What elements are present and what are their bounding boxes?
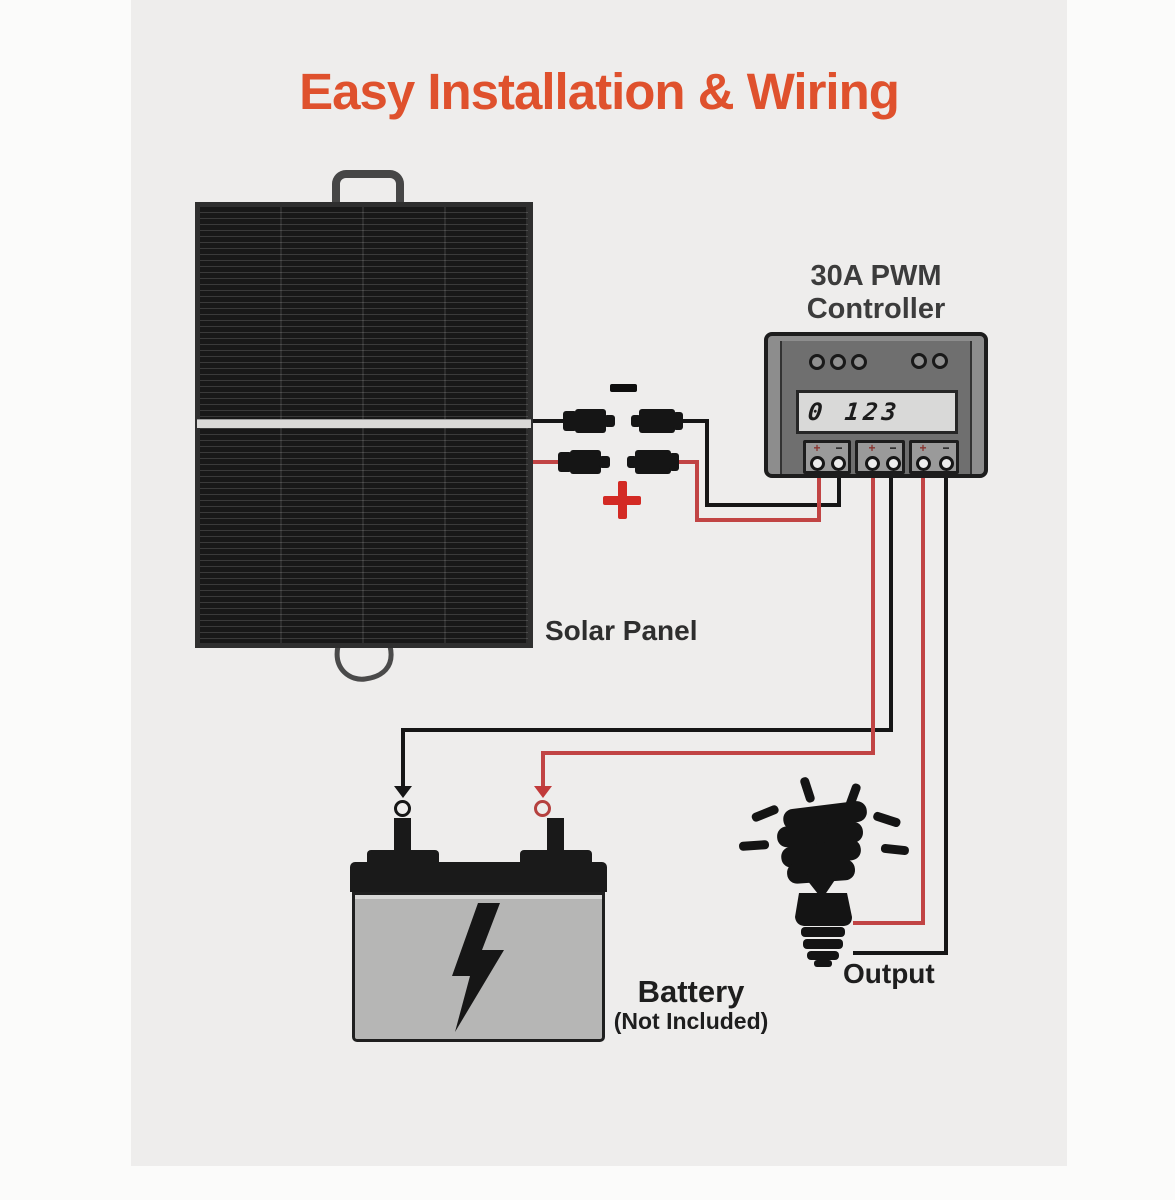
battery-label: Battery <box>637 974 745 1009</box>
mc4-connector-negative-female <box>639 409 675 433</box>
terminal-mark: + <box>813 441 821 455</box>
mc4-connector-negative-female <box>631 415 641 427</box>
wire-pv-positive <box>695 518 821 522</box>
output-label: Output <box>843 958 935 989</box>
wire-battery-negative <box>401 728 405 790</box>
wire-arrowhead <box>394 786 412 798</box>
mc4-connector-positive-male <box>558 452 572 472</box>
terminal-screw <box>886 456 901 471</box>
mc4-connector-positive-male <box>599 456 610 468</box>
terminal-screw <box>916 456 931 471</box>
wire-pv-negative <box>837 468 841 507</box>
wire-battery-negative <box>889 468 893 732</box>
cfl-bulb-icon <box>739 777 909 967</box>
controller-label-line1: 30A PWM <box>810 260 942 292</box>
minus-sign-icon <box>610 384 637 392</box>
wire-battery-positive <box>541 751 875 755</box>
indicator-led <box>851 354 867 370</box>
wire-battery-positive <box>871 468 875 755</box>
terminal-screw <box>810 456 825 471</box>
plus-sign-icon <box>603 481 641 519</box>
wire-load-positive <box>921 468 925 925</box>
terminal-mark: + <box>868 441 876 455</box>
wire-pv-negative <box>681 419 709 423</box>
controller-label-line2: Controller <box>806 293 946 325</box>
indicator-led <box>830 354 846 370</box>
wire-pv-negative <box>705 503 841 507</box>
wire-load-negative <box>944 468 948 955</box>
terminal-mark: − <box>835 441 843 455</box>
indicator-led <box>809 354 825 370</box>
battery-cap-bump <box>520 850 592 864</box>
wire-load-positive <box>853 921 925 925</box>
ring-terminal-positive <box>534 800 551 817</box>
lcd-reading: 0 123 <box>806 398 902 426</box>
page-title: Easy Installation & Wiring <box>299 63 900 120</box>
mc4-connector-positive-female <box>635 450 671 474</box>
panel-strap-icon <box>334 643 394 682</box>
indicator-led <box>932 353 948 369</box>
battery-note: (Not Included) <box>613 1008 769 1034</box>
terminal-screw <box>831 456 846 471</box>
mc4-connector-positive-female <box>627 456 637 468</box>
terminal-screw <box>865 456 880 471</box>
battery-cap <box>350 862 607 892</box>
terminal-mark: − <box>889 441 897 455</box>
terminal-mark: + <box>919 441 927 455</box>
wire-pv-negative <box>705 419 709 507</box>
controller-lcd: 0 123 <box>796 390 958 434</box>
wire-pv-positive <box>817 468 821 522</box>
wire-arrowhead <box>534 786 552 798</box>
mc4-connector-negative-female <box>673 412 683 430</box>
lightning-bolt-icon <box>452 903 504 1032</box>
mc4-connector-negative-male <box>575 409 606 433</box>
wire-pv-positive <box>677 460 699 464</box>
terminal-screw <box>939 456 954 471</box>
panel-fold-line <box>197 419 531 428</box>
mc4-connector-negative-male <box>604 415 615 427</box>
mc4-connector-positive-female <box>669 453 679 471</box>
battery-cap-bump <box>367 850 439 864</box>
mc4-connector-positive-male <box>570 450 601 474</box>
wire-battery-positive <box>541 751 545 790</box>
wire-pv-negative <box>533 419 565 423</box>
ring-terminal-negative <box>394 800 411 817</box>
wire-battery-negative <box>401 728 893 732</box>
indicator-led <box>911 353 927 369</box>
controller-label: 30A PWM Controller <box>756 260 996 326</box>
mc4-connector-negative-male <box>563 411 577 431</box>
terminal-mark: − <box>942 441 950 455</box>
wire-load-negative <box>853 951 948 955</box>
solar-panel-label: Solar Panel <box>545 615 698 646</box>
wire-pv-positive <box>533 460 560 464</box>
wire-pv-positive <box>695 460 699 522</box>
